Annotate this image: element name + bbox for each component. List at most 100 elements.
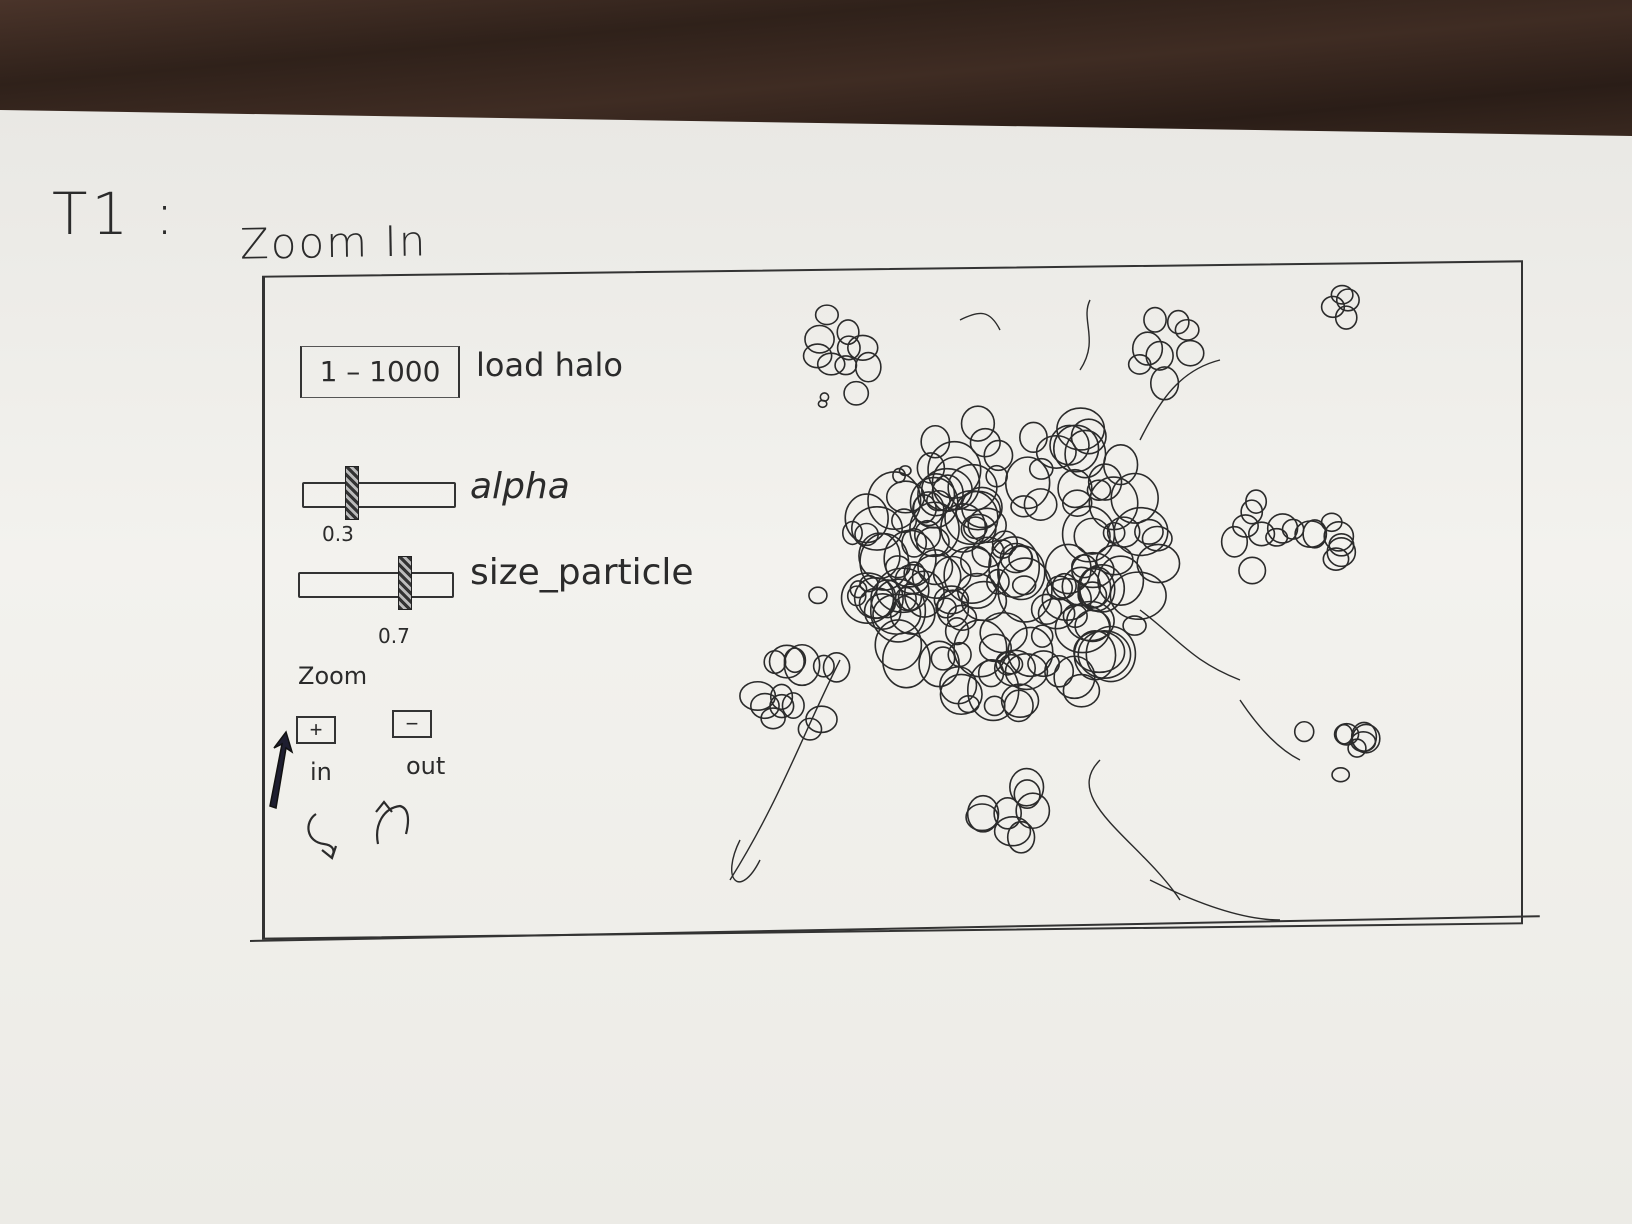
filament	[1239, 699, 1301, 761]
particle	[1009, 767, 1045, 807]
particle	[849, 580, 868, 599]
particle	[749, 692, 780, 720]
particle	[1322, 547, 1350, 571]
alpha-value: 0.3	[322, 522, 354, 546]
particle	[1109, 571, 1167, 621]
filament	[1149, 879, 1281, 921]
particle	[834, 355, 858, 376]
page-label: T1 :	[52, 180, 179, 248]
particle	[894, 586, 917, 612]
alpha-label: alpha	[470, 466, 570, 507]
particle	[1071, 554, 1098, 579]
particle	[977, 658, 1005, 688]
particle	[1166, 309, 1190, 335]
particle	[1000, 683, 1040, 719]
size-particle-value: 0.7	[378, 624, 410, 648]
particle	[844, 493, 889, 544]
particle	[965, 803, 999, 832]
zoom-in-button[interactable]: +	[296, 716, 336, 744]
particle	[1028, 457, 1054, 480]
particle	[1238, 556, 1267, 585]
particle	[1008, 545, 1034, 572]
particle	[999, 653, 1024, 675]
particle	[854, 522, 880, 547]
particle	[763, 649, 787, 675]
load-halo-label[interactable]: load halo	[476, 346, 623, 384]
particle	[1330, 284, 1354, 305]
particle	[1131, 331, 1164, 366]
size-particle-slider[interactable]	[298, 556, 454, 610]
particle	[885, 480, 926, 514]
particle	[1019, 421, 1048, 454]
particle	[1294, 520, 1327, 549]
particle	[947, 463, 998, 512]
particle	[1220, 525, 1249, 558]
particle	[1174, 318, 1200, 341]
particle	[874, 619, 923, 671]
particle	[1141, 525, 1173, 552]
particle	[1070, 418, 1107, 455]
particle	[940, 502, 987, 553]
particle	[979, 611, 1028, 654]
zoom-out-label: out	[406, 752, 446, 780]
particle	[1335, 288, 1360, 312]
particle	[960, 405, 996, 442]
particle	[781, 692, 805, 719]
alpha-slider[interactable]	[302, 466, 456, 520]
particle	[804, 324, 835, 354]
particle	[1088, 476, 1139, 531]
particle	[959, 545, 992, 578]
particle-canvas[interactable]	[720, 280, 1480, 930]
particle	[1323, 520, 1355, 552]
particle	[993, 816, 1032, 847]
particle	[960, 580, 1008, 622]
particle	[1351, 723, 1381, 754]
halo-range-input[interactable]: 1 – 1000	[300, 346, 460, 398]
particle	[1281, 518, 1305, 540]
particle	[1057, 468, 1093, 509]
filament	[729, 659, 841, 881]
particle	[917, 549, 954, 586]
particle	[1041, 577, 1092, 622]
particle	[911, 553, 962, 599]
undo-icon[interactable]	[302, 808, 348, 864]
particle	[891, 508, 918, 534]
particle	[1333, 722, 1360, 746]
particle	[769, 683, 794, 711]
redo-icon[interactable]	[370, 794, 416, 850]
particle	[1004, 652, 1049, 691]
particle	[1006, 820, 1036, 854]
particle	[817, 399, 828, 409]
paper-sheet	[0, 110, 1632, 1224]
particle	[983, 439, 1014, 472]
particle	[840, 572, 895, 624]
alpha-slider-thumb[interactable]	[345, 466, 359, 520]
particle	[1030, 624, 1054, 648]
particle	[1331, 766, 1351, 783]
particle	[1023, 488, 1058, 521]
particle	[966, 794, 1000, 833]
particle	[822, 652, 851, 683]
particle	[1335, 723, 1354, 745]
particle	[859, 574, 879, 593]
particle	[1064, 429, 1107, 479]
particle	[1176, 339, 1205, 367]
particle	[1011, 575, 1037, 596]
particle	[812, 654, 835, 678]
particle	[768, 644, 805, 679]
particle	[939, 673, 983, 716]
particle	[1085, 625, 1137, 683]
particle	[988, 536, 1041, 599]
particle	[1073, 517, 1111, 555]
particle	[1030, 593, 1063, 625]
particle	[816, 352, 846, 376]
zoom-out-button[interactable]: −	[392, 710, 432, 738]
particle	[909, 501, 960, 558]
particle	[1061, 505, 1116, 563]
particle	[797, 717, 823, 741]
particle	[1320, 295, 1346, 319]
filament	[1088, 759, 1181, 901]
particle	[1328, 532, 1355, 557]
size-particle-slider-thumb[interactable]	[398, 556, 412, 610]
particle	[969, 427, 1001, 458]
